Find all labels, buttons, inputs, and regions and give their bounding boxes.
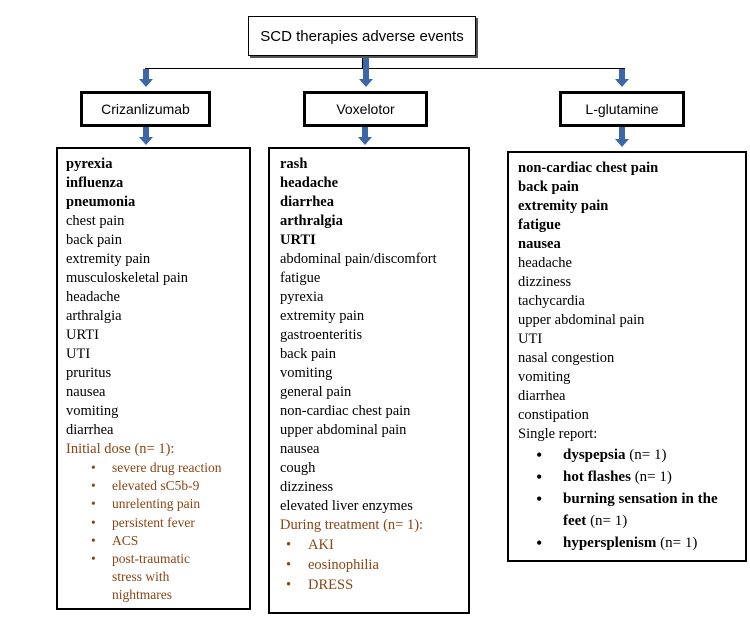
arrow-to-l-glutamine-head bbox=[615, 79, 629, 87]
event: gastroenteritis bbox=[280, 327, 363, 343]
crizanlizumab-events-list: pyrexia influenza pneumonia chest pain b… bbox=[56, 147, 251, 610]
arrow-voxelotor-list bbox=[362, 127, 368, 138]
single-report-count: (n= 1) bbox=[590, 513, 628, 529]
event: diarrhea bbox=[66, 422, 114, 438]
single-report-name: hypersplenism bbox=[563, 535, 657, 551]
event: diarrhea bbox=[518, 388, 566, 404]
bold-event: nausea bbox=[518, 236, 561, 252]
arrow-to-crizanlizumab-head bbox=[139, 79, 153, 87]
diagram-title: SCD therapies adverse events bbox=[248, 16, 476, 56]
sub-event-line: nightmares bbox=[112, 587, 172, 603]
voxelotor-events-list: rash headache diarrhea arthralgia URTI a… bbox=[268, 147, 470, 614]
event: vomiting bbox=[280, 365, 333, 381]
event: back pain bbox=[280, 346, 336, 362]
arrow-l-glutamine-list bbox=[619, 127, 625, 140]
event: upper abdominal pain bbox=[518, 312, 645, 328]
drug-box-voxelotor: Voxelotor bbox=[303, 91, 428, 127]
event: fatigue bbox=[280, 270, 321, 286]
sub-event-line: post-traumatic bbox=[112, 551, 190, 567]
during-treatment-heading: During treatment (n= 1): bbox=[280, 517, 424, 533]
single-report-item: hot flashes (n= 1) bbox=[518, 466, 745, 488]
event: upper abdominal pain bbox=[280, 422, 407, 438]
single-report-heading: Single report: bbox=[518, 426, 598, 442]
during-treatment-list: AKI eosinophilia DRESS bbox=[280, 535, 468, 595]
event: extremity pain bbox=[66, 251, 151, 267]
event: pyrexia bbox=[280, 289, 324, 305]
arrow-to-voxelotor bbox=[363, 56, 369, 79]
single-report-list: dyspepsia (n= 1) hot flashes (n= 1) burn… bbox=[518, 444, 745, 554]
event: UTI bbox=[66, 346, 91, 362]
single-report-count: (n= 1) bbox=[660, 535, 698, 551]
l-glutamine-events-list: non-cardiac chest pain back pain extremi… bbox=[507, 151, 747, 562]
event: non-cardiac chest pain bbox=[280, 403, 411, 419]
arrow-l-glutamine-list-head bbox=[615, 139, 629, 147]
sub-event-line: stress with bbox=[112, 569, 170, 585]
arrow-crizanlizumab-list bbox=[143, 127, 149, 138]
single-report-name: dyspepsia bbox=[563, 447, 626, 463]
event: extremity pain bbox=[280, 308, 365, 324]
bold-event: influenza bbox=[66, 175, 124, 191]
single-report-count: (n= 1) bbox=[634, 469, 672, 485]
single-report-item: burning sensation in the feet (n= 1) bbox=[518, 488, 745, 532]
event: arthralgia bbox=[66, 308, 122, 324]
initial-dose-heading: Initial dose (n= 1): bbox=[66, 441, 175, 457]
event: vomiting bbox=[518, 369, 571, 385]
event: URTI bbox=[66, 327, 99, 343]
sub-event: eosinophilia bbox=[280, 555, 468, 575]
event: tachycardia bbox=[518, 293, 585, 309]
event: back pain bbox=[66, 232, 122, 248]
bold-event: rash bbox=[280, 156, 308, 172]
title-connector bbox=[362, 56, 363, 68]
initial-dose-list: severe drug reaction elevated sC5b-9 unr… bbox=[66, 459, 249, 605]
drug-box-l-glutamine: L-glutamine bbox=[559, 91, 685, 127]
horizontal-connector bbox=[145, 68, 625, 69]
bold-event: back pain bbox=[518, 179, 579, 195]
single-report-name: burning sensation in the feet bbox=[563, 491, 718, 529]
sub-event: elevated sC5b-9 bbox=[66, 477, 249, 495]
event: general pain bbox=[280, 384, 352, 400]
event: dizziness bbox=[280, 479, 334, 495]
event: headache bbox=[518, 255, 572, 271]
sub-event: severe drug reaction bbox=[66, 459, 249, 477]
bold-event: arthralgia bbox=[280, 213, 343, 229]
bold-event: pyrexia bbox=[66, 156, 113, 172]
event: elevated liver enzymes bbox=[280, 498, 413, 514]
bold-event: headache bbox=[280, 175, 338, 191]
event: nausea bbox=[280, 441, 320, 457]
event: pruritus bbox=[66, 365, 112, 381]
event: headache bbox=[66, 289, 120, 305]
single-report-item: hypersplenism (n= 1) bbox=[518, 532, 745, 554]
arrow-crizanlizumab-list-head bbox=[139, 137, 153, 145]
arrow-to-voxelotor-head bbox=[359, 79, 373, 87]
single-report-name: hot flashes bbox=[563, 469, 631, 485]
bold-event: non-cardiac chest pain bbox=[518, 160, 659, 176]
event: musculoskeletal pain bbox=[66, 270, 189, 286]
bold-event: pneumonia bbox=[66, 194, 136, 210]
bold-event: extremity pain bbox=[518, 198, 609, 214]
event: abdominal pain/discomfort bbox=[280, 251, 437, 267]
sub-event: unrelenting pain bbox=[66, 495, 249, 513]
bold-event: diarrhea bbox=[280, 194, 334, 210]
event: cough bbox=[280, 460, 316, 476]
arrow-voxelotor-list-head bbox=[358, 137, 372, 145]
event: nausea bbox=[66, 384, 106, 400]
event: UTI bbox=[518, 331, 543, 347]
sub-event: AKI bbox=[280, 535, 468, 555]
sub-event: persistent fever bbox=[66, 514, 249, 532]
bold-event: URTI bbox=[280, 232, 316, 248]
sub-event: ACS bbox=[66, 532, 249, 550]
event: dizziness bbox=[518, 274, 572, 290]
bold-event: fatigue bbox=[518, 217, 561, 233]
sub-event: DRESS bbox=[280, 575, 468, 595]
event: constipation bbox=[518, 407, 589, 423]
event: vomiting bbox=[66, 403, 119, 419]
arrow-to-crizanlizumab bbox=[143, 69, 149, 79]
event: chest pain bbox=[66, 213, 125, 229]
arrow-to-l-glutamine bbox=[619, 69, 625, 79]
drug-box-crizanlizumab: Crizanlizumab bbox=[80, 91, 211, 127]
single-report-count: (n= 1) bbox=[629, 447, 667, 463]
event: nasal congestion bbox=[518, 350, 615, 366]
single-report-item: dyspepsia (n= 1) bbox=[518, 444, 745, 466]
sub-event: post-traumatic stress with nightmares bbox=[66, 550, 249, 605]
